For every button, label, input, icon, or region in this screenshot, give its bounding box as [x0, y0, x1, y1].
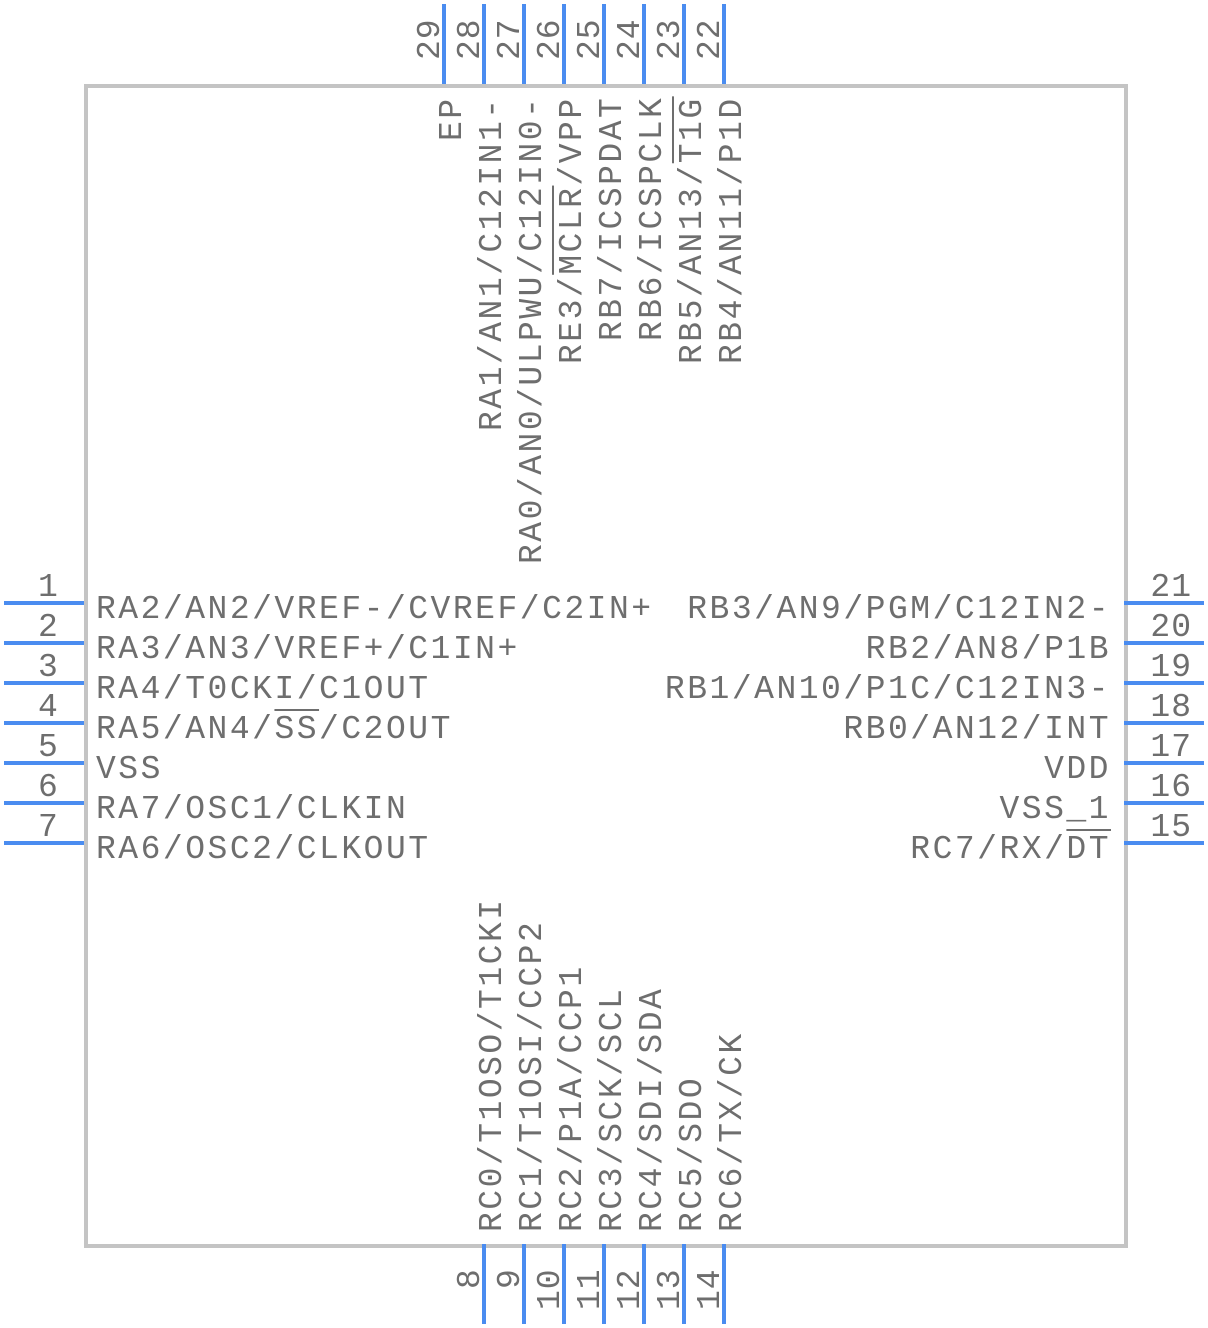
pin-number: 22 — [692, 18, 729, 60]
pin-line-8[interactable] — [482, 1244, 486, 1324]
pin-number: 24 — [612, 18, 649, 60]
pin-line-24[interactable] — [642, 4, 646, 84]
pin-number: 20 — [1150, 609, 1192, 646]
pin-line-14[interactable] — [722, 1244, 726, 1324]
pin-label: RC5/SDO — [674, 1075, 711, 1232]
pin-label: VSS — [96, 751, 163, 788]
pin-line-17[interactable] — [1124, 761, 1204, 765]
pin-number: 4 — [38, 689, 59, 726]
pin-line-27[interactable] — [522, 4, 526, 84]
pin-label: RA2/AN2/VREF-/CVREF/C2IN+ — [96, 591, 654, 628]
pin-line-6[interactable] — [4, 801, 84, 805]
pin-number: 2 — [38, 609, 59, 646]
pin-line-19[interactable] — [1124, 681, 1204, 685]
pin-line-25[interactable] — [602, 4, 606, 84]
pin-number: 12 — [612, 1268, 649, 1310]
pin-number: 6 — [38, 769, 59, 806]
pin-label: RA1/AN1/C12IN1- — [474, 96, 511, 431]
pin-label: RC0/T1OSO/T1CKI — [474, 897, 511, 1232]
pin-number: 7 — [38, 809, 59, 846]
pin-number: 9 — [492, 1268, 529, 1289]
active-low-overline: DT — [1066, 831, 1111, 868]
pin-number: 13 — [652, 1268, 689, 1310]
pin-number: 28 — [452, 18, 489, 60]
pin-number: 10 — [532, 1268, 569, 1310]
pin-line-4[interactable] — [4, 721, 84, 725]
pin-line-15[interactable] — [1124, 841, 1204, 845]
pin-number: 3 — [38, 649, 59, 686]
pin-line-12[interactable] — [642, 1244, 646, 1324]
pin-label: EP — [434, 96, 471, 141]
pin-label: RB4/AN11/P1D — [714, 96, 751, 364]
pin-label: RB6/ICSPCLK — [634, 96, 671, 342]
pin-label: RC7/RX/DT — [910, 831, 1111, 868]
pin-label: RC2/P1A/CCP1 — [554, 964, 591, 1232]
pin-number: 15 — [1150, 809, 1192, 846]
pin-label: RE3/MCLR/VPP — [554, 96, 591, 364]
pin-number: 27 — [492, 18, 529, 60]
pin-number: 29 — [412, 18, 449, 60]
ic-body-outline — [84, 84, 1128, 1248]
pin-label: RA3/AN3/VREF+/C1IN+ — [96, 631, 520, 668]
pin-line-29[interactable] — [442, 4, 446, 84]
pin-line-28[interactable] — [482, 4, 486, 84]
pin-label: RB7/ICSPDAT — [594, 96, 631, 342]
pin-number: 26 — [532, 18, 569, 60]
pin-line-16[interactable] — [1124, 801, 1204, 805]
pin-label: RC6/TX/CK — [714, 1031, 751, 1232]
pin-label: VSS_1 — [999, 791, 1111, 828]
pin-number: 23 — [652, 18, 689, 60]
pin-number: 14 — [692, 1268, 729, 1310]
pin-number: 21 — [1150, 569, 1192, 606]
pin-number: 17 — [1150, 729, 1192, 766]
pin-line-13[interactable] — [682, 1244, 686, 1324]
active-low-overline: SS — [274, 711, 320, 748]
pin-line-1[interactable] — [4, 601, 84, 605]
pin-number: 25 — [572, 18, 609, 60]
pin-label: RC1/T1OSI/CCP2 — [514, 919, 551, 1232]
pin-line-23[interactable] — [682, 4, 686, 84]
pin-label: RC3/SCK/SCL — [594, 986, 631, 1232]
pin-number: 1 — [38, 569, 59, 606]
active-low-overline: MCLR — [554, 185, 591, 275]
pin-line-5[interactable] — [4, 761, 84, 765]
pin-label: RC4/SDI/SDA — [634, 986, 671, 1232]
pin-number: 19 — [1150, 649, 1192, 686]
pin-line-22[interactable] — [722, 4, 726, 84]
active-low-overline: T1G — [674, 96, 711, 163]
pin-line-9[interactable] — [522, 1244, 526, 1324]
pin-line-3[interactable] — [4, 681, 84, 685]
pin-line-7[interactable] — [4, 841, 84, 845]
pin-label: RA7/OSC1/CLKIN — [96, 791, 409, 828]
pin-label: RA6/OSC2/CLKOUT — [96, 831, 431, 868]
pin-line-2[interactable] — [4, 641, 84, 645]
pin-label: RB2/AN8/P1B — [865, 631, 1111, 668]
pin-label: RA5/AN4/SS/C2OUT — [96, 711, 453, 748]
pin-line-20[interactable] — [1124, 641, 1204, 645]
pin-number: 5 — [38, 729, 59, 766]
pin-label: RA4/T0CKI/C1OUT — [96, 671, 431, 708]
pin-line-26[interactable] — [562, 4, 566, 84]
pin-label: VDD — [1044, 751, 1111, 788]
pin-line-11[interactable] — [602, 1244, 606, 1324]
pin-line-21[interactable] — [1124, 601, 1204, 605]
pin-label: RB5/AN13/T1G — [674, 96, 711, 364]
pin-label: RB1/AN10/P1C/C12IN3- — [664, 671, 1111, 708]
pin-label: RB3/AN9/PGM/C12IN2- — [687, 591, 1111, 628]
pin-number: 11 — [572, 1268, 609, 1310]
pin-line-10[interactable] — [562, 1244, 566, 1324]
pin-number: 16 — [1150, 769, 1192, 806]
pin-number: 8 — [452, 1268, 489, 1289]
pin-label: RB0/AN12/INT — [843, 711, 1111, 748]
pin-number: 18 — [1150, 689, 1192, 726]
pin-label: RA0/AN0/ULPWU/C12IN0- — [514, 96, 551, 565]
pin-line-18[interactable] — [1124, 721, 1204, 725]
